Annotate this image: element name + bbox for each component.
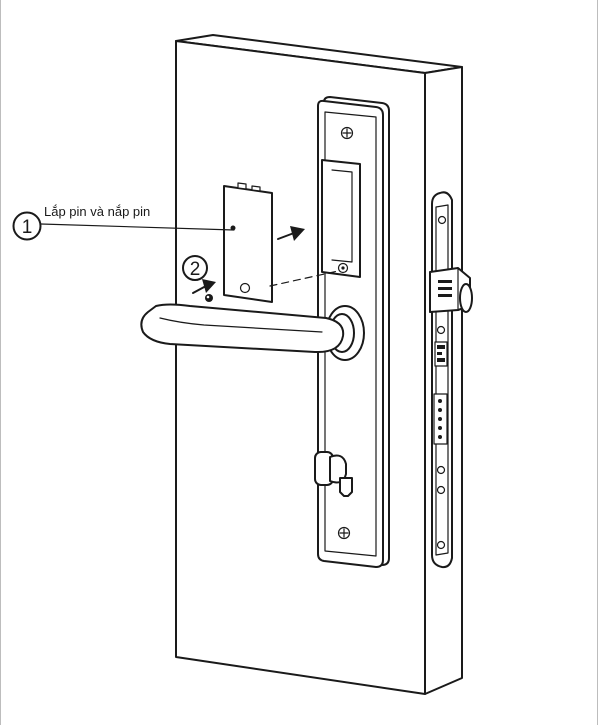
loose-screw-icon	[205, 294, 213, 302]
callout-2-number: 2	[190, 259, 201, 280]
door-handle	[140, 303, 345, 354]
callout-1-number: 1	[22, 217, 33, 238]
battery-cover	[223, 182, 273, 303]
compartment-screw-icon	[337, 262, 349, 274]
screw-icon	[340, 126, 354, 140]
key-cylinder	[314, 451, 353, 497]
arrow-icon	[192, 279, 216, 294]
battery-compartment	[321, 159, 361, 278]
mortise-lock	[429, 191, 473, 569]
screw-icon	[436, 215, 447, 550]
mortise-faceplate	[431, 191, 453, 569]
deadbolt	[433, 393, 448, 445]
callout-1: 1 Lắp pin và nắp pin	[12, 204, 235, 241]
battery-compartment-inner	[331, 169, 353, 263]
escutcheon-inner-outline	[324, 111, 377, 557]
frame-border-right	[597, 0, 598, 725]
screw-icon	[337, 526, 351, 540]
arrow-icon	[277, 226, 305, 241]
lock-marking	[434, 341, 448, 367]
alignment-line	[269, 270, 339, 287]
callout-1-label: Lắp pin và nắp pin	[44, 204, 150, 219]
callout-2: 2	[182, 255, 208, 281]
frame-border-left	[0, 0, 1, 725]
spindle-end	[459, 283, 473, 313]
